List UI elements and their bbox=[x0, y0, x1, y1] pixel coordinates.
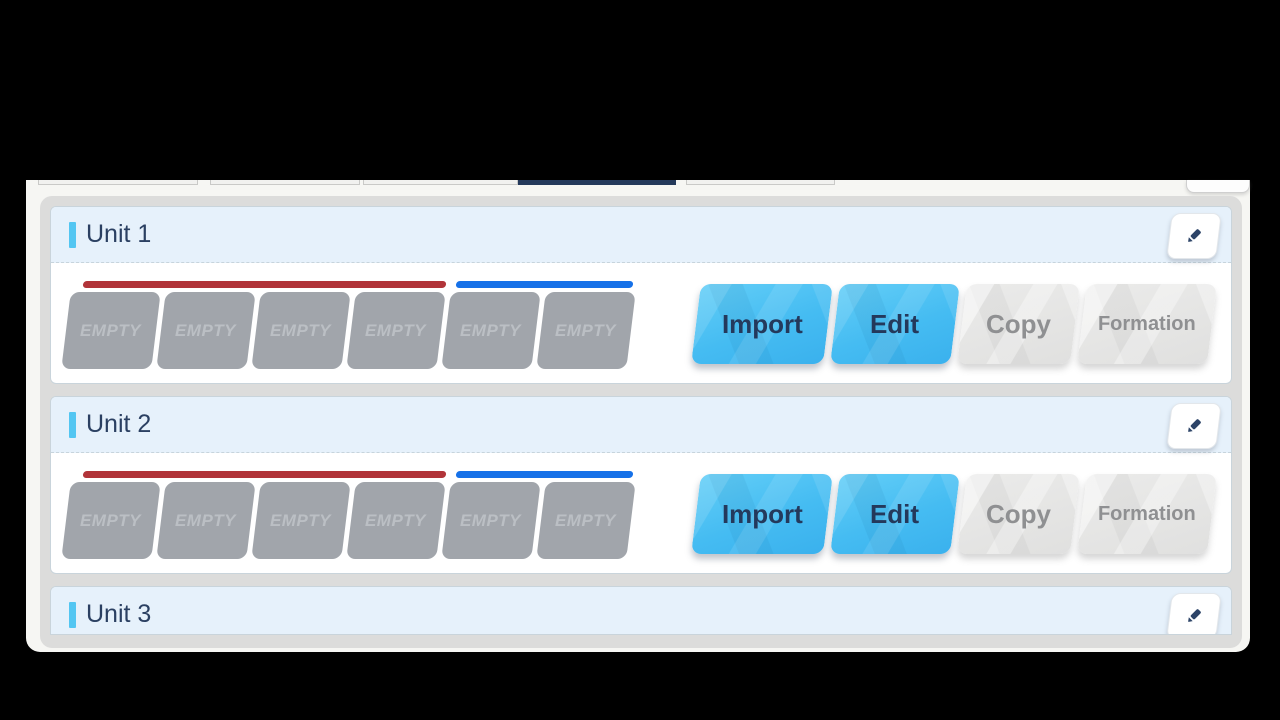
unit-slot[interactable]: EMPTY bbox=[346, 292, 446, 369]
unit-card-1: Unit 1 EMPTY EMPTY EMPTY bbox=[50, 206, 1232, 384]
rename-unit-button[interactable] bbox=[1166, 213, 1222, 259]
page-surface: Unit 1 EMPTY EMPTY EMPTY bbox=[26, 180, 1250, 652]
unit-slot[interactable]: EMPTY bbox=[251, 482, 351, 559]
pencil-icon bbox=[1188, 419, 1201, 432]
pencil-icon bbox=[1188, 609, 1201, 622]
unit-title: Unit 1 bbox=[86, 220, 152, 248]
back-row-bar bbox=[455, 281, 634, 288]
cutoff-tab-selected[interactable] bbox=[518, 180, 676, 185]
units-list-container[interactable]: Unit 1 EMPTY EMPTY EMPTY bbox=[40, 196, 1242, 648]
unit-3-header: Unit 3 bbox=[51, 587, 1231, 634]
cutoff-tab-2[interactable] bbox=[210, 180, 360, 185]
front-row-bar bbox=[82, 471, 447, 478]
unit-title: Unit 2 bbox=[86, 410, 152, 438]
unit-2-slots: EMPTY EMPTY EMPTY EMPTY EMPTY EMPTY bbox=[61, 482, 636, 559]
cutoff-panel-button[interactable] bbox=[1186, 180, 1250, 193]
unit-slot[interactable]: EMPTY bbox=[441, 482, 541, 559]
formation-button[interactable]: Formation bbox=[1077, 284, 1217, 364]
unit-1-body: EMPTY EMPTY EMPTY EMPTY EMPTY EMPTY Impo… bbox=[51, 263, 1231, 383]
rename-unit-button[interactable] bbox=[1166, 593, 1222, 634]
unit-slot[interactable]: EMPTY bbox=[536, 292, 636, 369]
unit-slot[interactable]: EMPTY bbox=[346, 482, 446, 559]
unit-slot[interactable]: EMPTY bbox=[251, 292, 351, 369]
unit-2-actions: Import Edit Copy Formation bbox=[691, 474, 1217, 554]
formation-button[interactable]: Formation bbox=[1077, 474, 1217, 554]
rename-unit-button[interactable] bbox=[1166, 403, 1222, 449]
import-button[interactable]: Import bbox=[691, 284, 833, 364]
unit-1-slots: EMPTY EMPTY EMPTY EMPTY EMPTY EMPTY bbox=[61, 292, 636, 369]
unit-slot[interactable]: EMPTY bbox=[61, 292, 161, 369]
edit-button[interactable]: Edit bbox=[830, 284, 960, 364]
unit-slot[interactable]: EMPTY bbox=[441, 292, 541, 369]
import-button[interactable]: Import bbox=[691, 474, 833, 554]
unit-slot[interactable]: EMPTY bbox=[61, 482, 161, 559]
unit-title: Unit 3 bbox=[86, 600, 152, 628]
unit-1-header: Unit 1 bbox=[51, 207, 1231, 263]
front-row-bar bbox=[82, 281, 447, 288]
unit-card-2: Unit 2 EMPTY EMPTY EMPTY bbox=[50, 396, 1232, 574]
unit-slot[interactable]: EMPTY bbox=[536, 482, 636, 559]
unit-slot[interactable]: EMPTY bbox=[156, 482, 256, 559]
header-accent-bar bbox=[69, 221, 76, 248]
unit-slot[interactable]: EMPTY bbox=[156, 292, 256, 369]
edit-button[interactable]: Edit bbox=[830, 474, 960, 554]
cutoff-tab-4[interactable] bbox=[686, 180, 835, 185]
copy-button[interactable]: Copy bbox=[957, 284, 1080, 364]
header-accent-bar bbox=[69, 411, 76, 438]
unit-1-actions: Import Edit Copy Formation bbox=[691, 284, 1217, 364]
header-accent-bar bbox=[69, 601, 76, 628]
copy-button[interactable]: Copy bbox=[957, 474, 1080, 554]
cutoff-tab-3[interactable] bbox=[363, 180, 518, 185]
unit-2-body: EMPTY EMPTY EMPTY EMPTY EMPTY EMPTY Impo… bbox=[51, 453, 1231, 573]
pencil-icon bbox=[1188, 229, 1201, 242]
unit-card-3: Unit 3 bbox=[50, 586, 1232, 635]
unit-2-header: Unit 2 bbox=[51, 397, 1231, 453]
cutoff-tab-1[interactable] bbox=[38, 180, 198, 185]
back-row-bar bbox=[455, 471, 634, 478]
